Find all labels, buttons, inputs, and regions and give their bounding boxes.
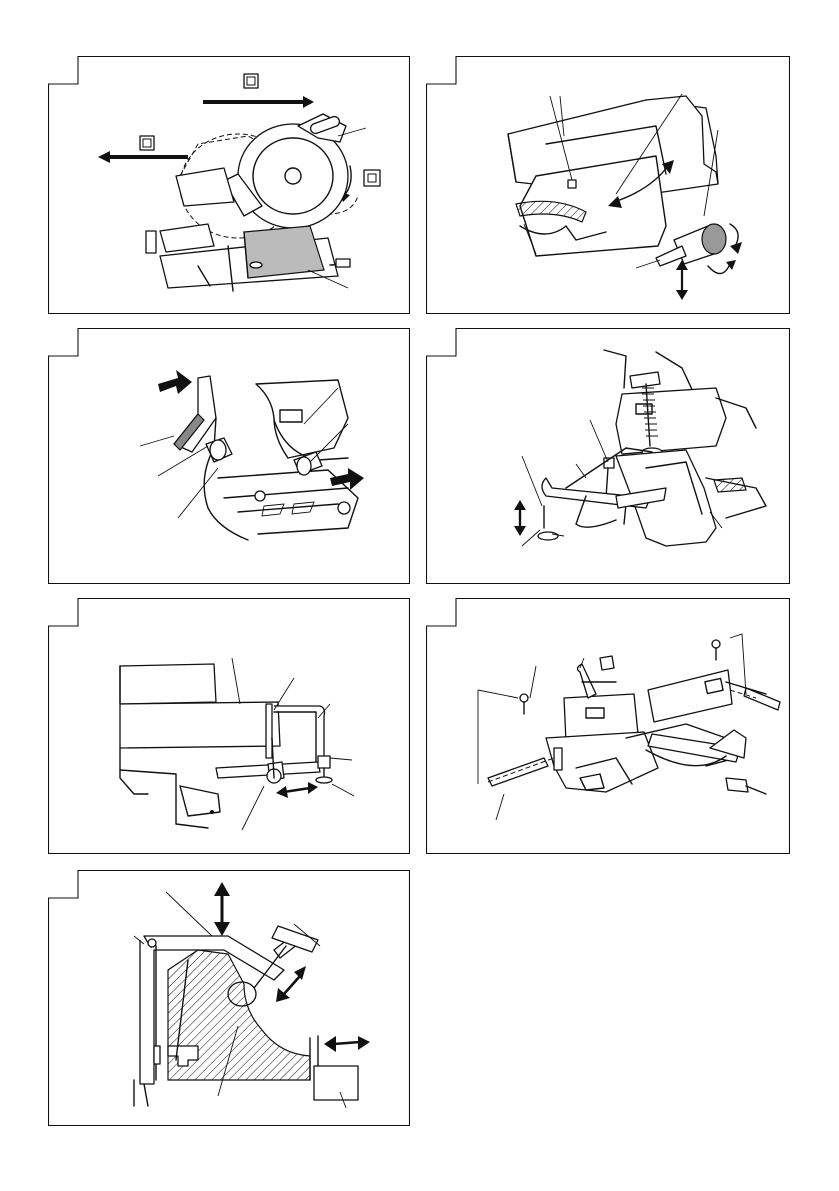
figure-slide-saw (48, 56, 410, 314)
figure-bevel-lock (426, 56, 790, 314)
figure-sub-fence (426, 598, 790, 854)
figure-vertical-vise (426, 328, 790, 584)
figure-lock-lever (48, 328, 410, 584)
figure-holder (48, 598, 410, 854)
figure-clamp-section (48, 870, 410, 1126)
